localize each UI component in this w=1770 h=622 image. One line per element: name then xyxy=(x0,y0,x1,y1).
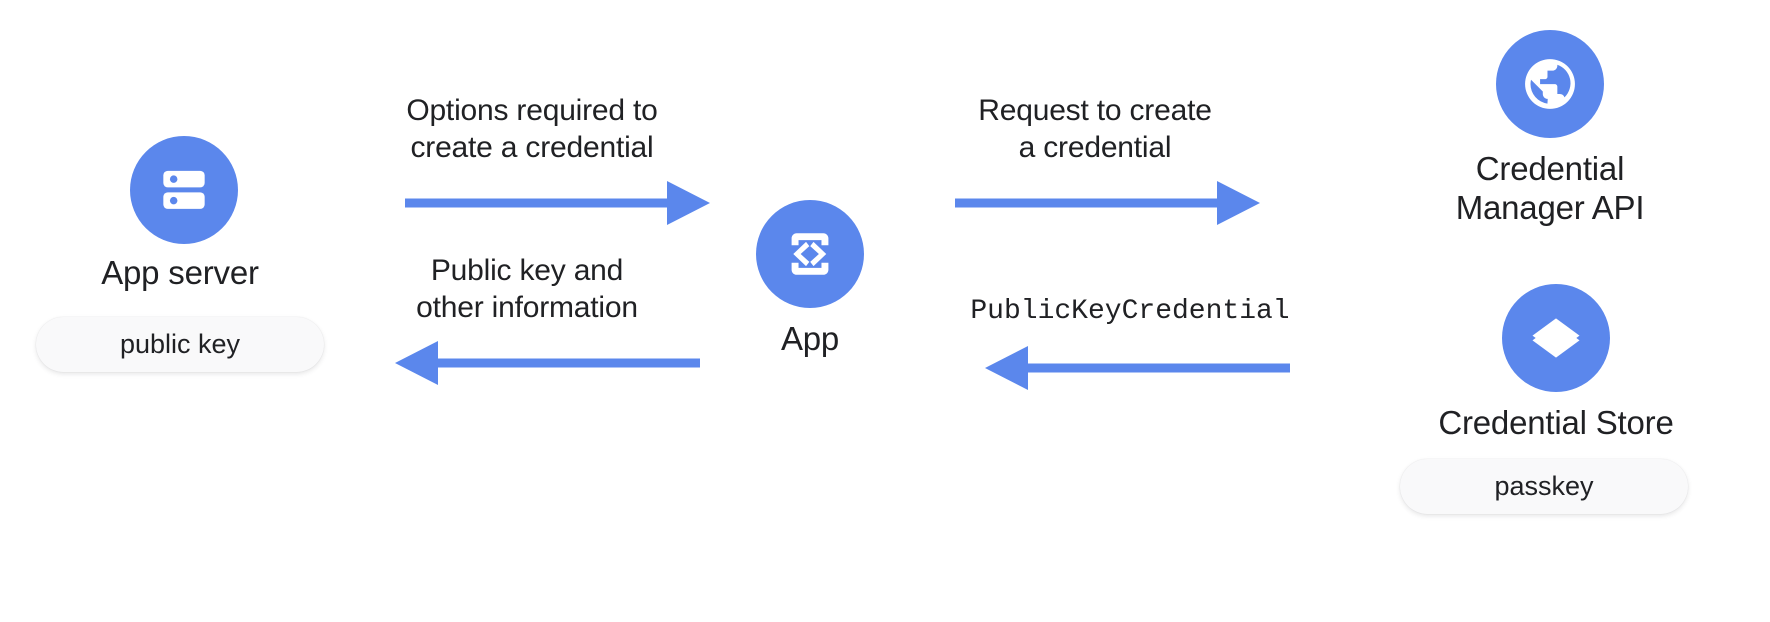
arrow-public-key-and-other-info-label: Public key and other information xyxy=(416,254,638,324)
arrow-left-glyph xyxy=(395,341,700,385)
pill-public-key: public key xyxy=(36,317,324,372)
layers-icon xyxy=(1502,284,1610,392)
server-icon xyxy=(130,136,238,244)
node-credential-manager-api-label: Credential Manager API xyxy=(1455,150,1645,226)
pill-public-key-label: public key xyxy=(119,329,241,359)
arrow-request-to-create-label: Request to create a credential xyxy=(978,94,1212,164)
globe-icon xyxy=(1496,30,1604,138)
arrow-options-required-label: Options required to create a credential xyxy=(406,94,658,164)
arrow-public-key-credential-label: PublicKeyCredential xyxy=(970,296,1290,327)
arrow-right-glyph xyxy=(405,181,710,225)
pill-passkey: passkey xyxy=(1400,459,1688,514)
device-code-icon xyxy=(756,200,864,308)
node-app-label: App xyxy=(780,320,840,357)
node-credential-store-label: Credential Store xyxy=(1438,404,1674,441)
arrow-left-glyph xyxy=(985,346,1290,390)
pill-passkey-label: passkey xyxy=(1494,471,1594,501)
arrow-right-glyph xyxy=(955,181,1260,225)
node-app-server-label: App server xyxy=(101,254,259,291)
